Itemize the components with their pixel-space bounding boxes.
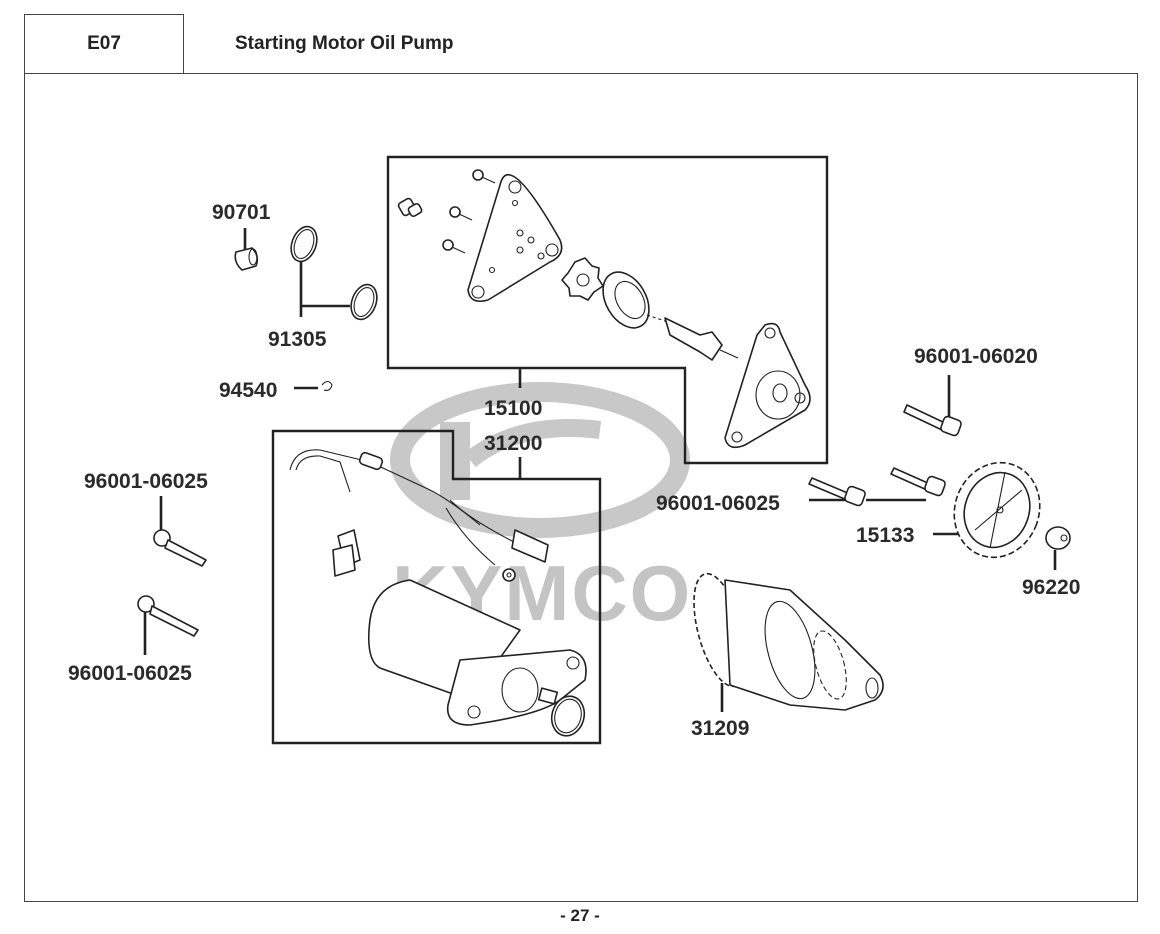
callout-96220[interactable]: 96220 (1022, 576, 1080, 599)
clip-94540 (321, 380, 333, 391)
o-ring-91305-a (290, 225, 318, 263)
diagram-frame (24, 73, 1138, 902)
pump-shaft (646, 314, 739, 361)
callout-31200[interactable]: 31200 (484, 432, 542, 455)
section-code: E07 (87, 33, 121, 54)
oil-pump-group-box[interactable] (386, 155, 829, 465)
ground-terminal (502, 568, 516, 582)
watermark-k-bar (440, 422, 470, 500)
callout-90701[interactable]: 90701 (212, 201, 271, 224)
pump-screw-2 (449, 206, 473, 221)
starter-o-ring (550, 695, 586, 737)
oil-pump-parts (397, 169, 811, 449)
pump-cover-plate (467, 173, 563, 303)
watermark-ring (390, 382, 690, 538)
callout-96001-06025-left-top[interactable]: 96001-06025 (84, 470, 208, 493)
leader-91305 (299, 262, 350, 317)
bolt-96001-06025-right-b (890, 467, 946, 497)
pump-screw-1 (472, 169, 496, 184)
callout-96001-06025-left-bottom[interactable]: 96001-06025 (68, 662, 192, 685)
kymco-watermark: KYMCO (390, 382, 690, 637)
callout-15133[interactable]: 15133 (856, 524, 914, 547)
pump-screw-3 (442, 239, 466, 254)
bolt-96001-06025-right-a (808, 477, 866, 507)
callout-96001-06025-right[interactable]: 96001-06025 (656, 492, 780, 515)
callout-31209[interactable]: 31209 (691, 717, 749, 740)
bolt-96001-06025-left-bottom (137, 595, 199, 637)
connector-small (511, 529, 549, 563)
callout-15100[interactable]: 15100 (484, 397, 542, 420)
callout-91305[interactable]: 91305 (268, 328, 327, 351)
o-ring-91305-b (350, 283, 378, 321)
starter-clutch-31209 (693, 572, 884, 711)
collar-90701 (234, 247, 259, 271)
connector-large (332, 529, 361, 577)
starter-motor-group-box[interactable] (271, 429, 602, 745)
starter-motor-body (367, 579, 587, 726)
bolt-96001-06025-left-top (153, 529, 207, 567)
bolt-96001-06020 (903, 404, 962, 437)
page-number: - 27 - (560, 906, 600, 925)
pump-outer-rotor (602, 271, 650, 329)
nut-96220 (1045, 526, 1071, 550)
sleeve-part (397, 197, 423, 218)
page-title: Starting Motor Oil Pump (235, 33, 454, 54)
pump-inner-rotor (561, 257, 604, 301)
sprocket-15133 (953, 461, 1041, 559)
watermark-k-arm (464, 419, 602, 468)
callout-94540[interactable]: 94540 (219, 379, 277, 402)
starter-motor-parts (289, 449, 587, 737)
pump-body (724, 322, 811, 449)
callout-96001-06020[interactable]: 96001-06020 (914, 345, 1038, 368)
section-code-cell: E07 (24, 14, 184, 73)
